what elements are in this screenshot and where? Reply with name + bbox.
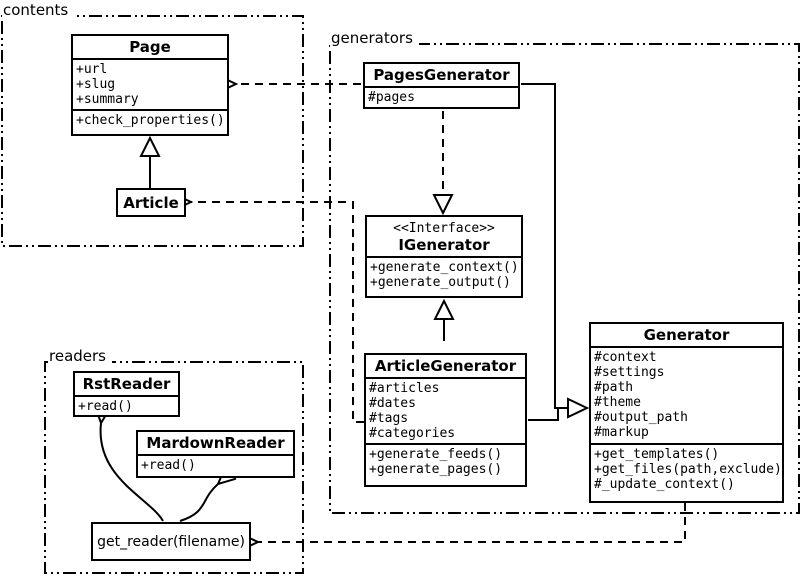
method-line: +generate_output() [370,275,511,290]
class-attributes-generator: #context #settings #path #theme #output_… [591,346,782,443]
class-attributes-page: +url +slug +summary [73,58,227,109]
method-line: +get_files(path,exclude) [594,462,782,477]
inheritance-triangle-icon-generator-left [567,397,590,419]
class-name-article-generator: ArticleGenerator [374,357,517,375]
attribute-line: #articles [369,381,440,396]
inheritance-line-articlegenerator-to-generator [528,408,559,421]
function-box-get-reader: get_reader(filename) [91,522,251,561]
class-stereotype-igenerator: <<Interface>> [393,221,495,236]
class-header-igenerator: <<Interface>> IGenerator [367,217,521,256]
attribute-line: +summary [76,92,139,107]
class-methods-rst-reader: +read() [75,395,178,415]
attribute-line: #markup [594,425,649,440]
package-label-generators: generators [330,29,419,48]
attribute-line: +slug [76,77,116,92]
dependency-arrow-articlegenerator-to-article [173,193,364,423]
method-line: +read() [141,458,196,473]
attribute-line: #output_path [594,410,688,425]
class-methods-article-generator: +generate_feeds() +generate_pages() [366,443,525,485]
attribute-line: #categories [369,426,456,441]
attribute-line: #settings [594,365,665,380]
class-name-rst-reader: RstReader [82,375,171,393]
inheritance-triangle-icon-igenerator-bottom [433,298,455,320]
class-methods-page: +check_properties() [73,109,227,134]
attribute-line: +url [76,62,108,77]
class-box-article-generator: ArticleGenerator #articles #dates #tags … [364,353,527,487]
function-name-get-reader: get_reader(filename) [97,533,245,550]
method-line: +check_properties() [76,113,225,128]
attribute-line: #tags [369,411,409,426]
class-name-mardown-reader: MardownReader [146,434,285,452]
class-name-page: Page [129,38,171,56]
dependency-arrow-generator-to-getreader [240,503,686,551]
class-methods-igenerator: +generate_context() +generate_output() [367,256,521,296]
class-methods-mardown-reader: +read() [138,454,293,476]
attribute-line: #theme [594,395,641,410]
class-box-article: Article [116,188,186,217]
class-name-igenerator: IGenerator [398,236,490,254]
class-box-pages-generator: PagesGenerator #pages [363,62,520,109]
class-box-igenerator: <<Interface>> IGenerator +generate_conte… [365,215,523,298]
method-line: +get_templates() [594,447,720,462]
attribute-line: #path [594,380,634,395]
package-label-readers: readers [48,347,112,366]
attribute-line: #dates [369,396,416,411]
attribute-line: #pages [368,90,415,105]
inheritance-triangle-icon-page [139,135,161,157]
class-attributes-article-generator: #articles #dates #tags #categories [366,377,525,443]
class-methods-generator: +get_templates() +get_files(path,exclude… [591,443,782,501]
class-name-pages-generator: PagesGenerator [373,66,510,84]
attribute-line: #context [594,350,657,365]
class-name-article: Article [123,193,179,212]
class-box-mardown-reader: MardownReader +read() [136,430,295,478]
arrow-getreader-to-mardownreader [179,466,237,522]
method-line: +generate_context() [370,260,519,275]
realization-triangle-icon-igenerator-top [432,194,454,216]
class-name-generator: Generator [643,326,730,344]
method-line: +read() [78,399,133,414]
package-label-contents: contents [2,1,75,20]
method-line: #_update_context() [594,477,735,492]
class-attributes-pages-generator: #pages [365,86,518,107]
inheritance-line-pagesgenerator-to-generator [521,83,567,409]
class-box-rst-reader: RstReader +read() [73,371,180,417]
class-box-page: Page +url +slug +summary +check_properti… [71,34,229,136]
method-line: +generate_pages() [369,462,503,477]
method-line: +generate_feeds() [369,447,503,462]
class-box-generator: Generator #context #settings #path #them… [589,322,784,503]
